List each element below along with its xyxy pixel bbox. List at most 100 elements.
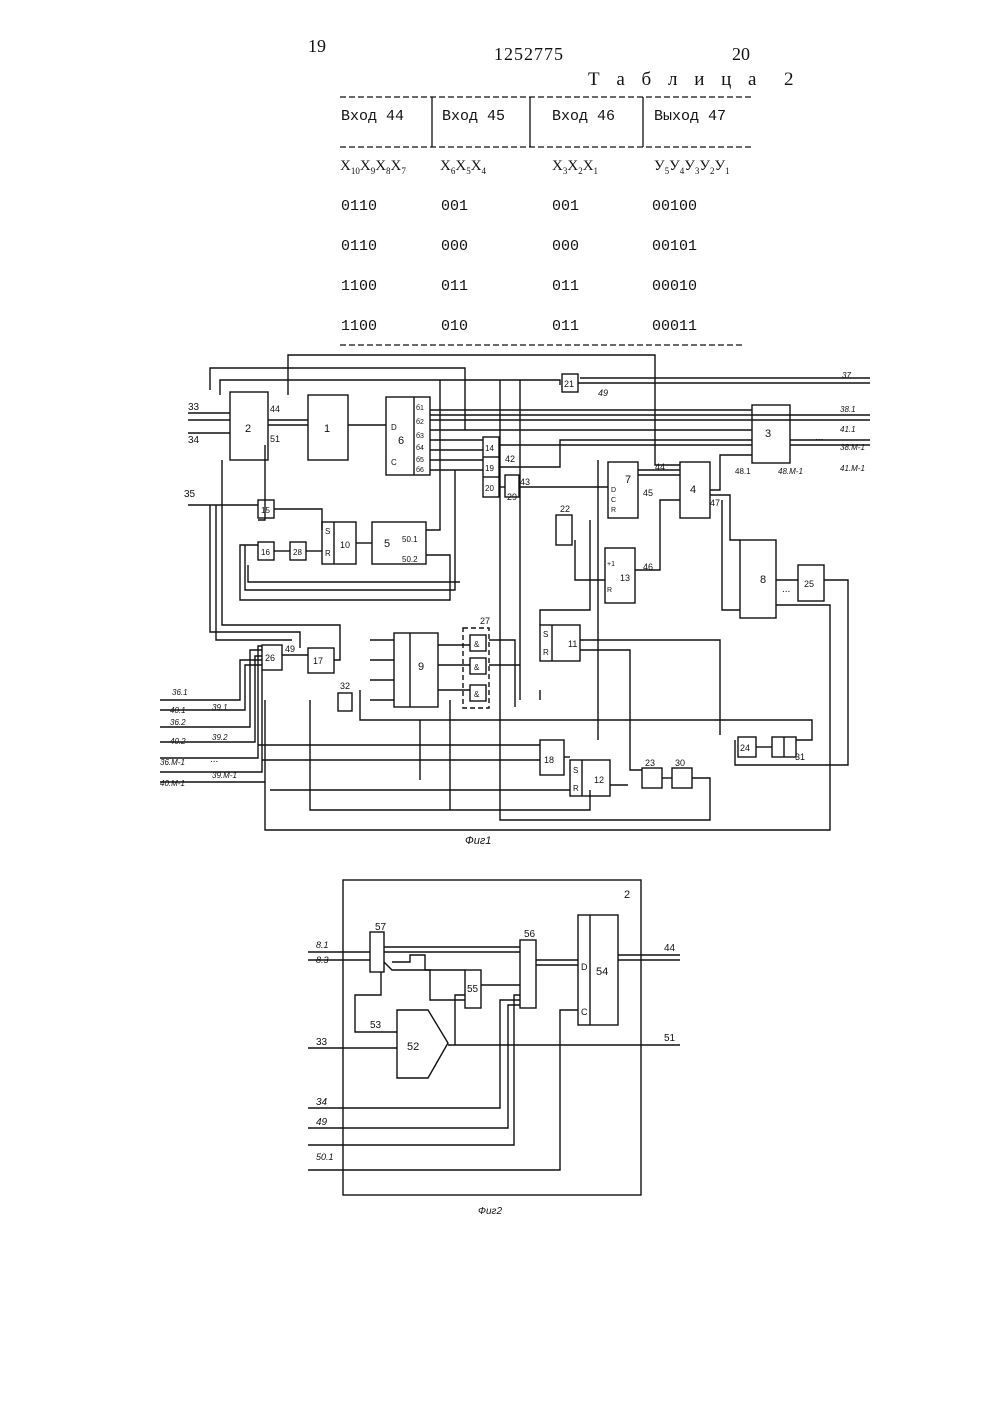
pin-label: R (543, 648, 549, 657)
pin-label: C (391, 458, 397, 467)
pin-label: C (611, 497, 616, 504)
input-8-3: 8.3 (316, 955, 329, 965)
block-54-label: 54 (596, 966, 608, 978)
block-21-label: 21 (564, 379, 574, 389)
block-8 (740, 540, 776, 618)
block-23-label: 23 (645, 758, 655, 768)
wire-label: 48.1 (735, 467, 751, 476)
ellipsis-label: ... (782, 584, 790, 595)
input-50-1: 50.1 (316, 1152, 334, 1162)
block-52 (397, 1010, 448, 1078)
block-2-frame (343, 880, 641, 1195)
block-24-label: 24 (740, 743, 750, 753)
input-36-1: 36.1 (172, 688, 188, 697)
block-17-label: 17 (313, 656, 323, 666)
pin-label: S (543, 630, 548, 639)
pin-label: б6 (416, 466, 424, 474)
block-23 (642, 768, 662, 788)
pin-label: +1 (607, 561, 615, 568)
pin-label: б4 (416, 444, 424, 452)
wire-label: 43 (520, 477, 530, 487)
wire-label: 50.1 (402, 535, 418, 544)
block-4-label: 4 (690, 484, 696, 496)
wire-label: 39.M-1 (212, 771, 237, 780)
pin-label: & (474, 690, 480, 699)
ellipsis-label: ... (815, 432, 823, 443)
wire-label: 50.2 (402, 555, 418, 564)
block-30-label: 30 (675, 758, 685, 768)
block-32-label: 32 (340, 681, 350, 691)
input-36-2: 36.2 (170, 718, 186, 727)
wire-label: 51 (270, 434, 280, 444)
input-8-1: 8.1 (316, 940, 329, 950)
wire-53-label: 53 (370, 1020, 382, 1031)
pin-label: б5 (416, 456, 424, 464)
block-22 (556, 515, 572, 545)
wire-label: 42 (505, 454, 515, 464)
block-31-label: 31 (795, 752, 805, 762)
pin-label: б3 (416, 432, 424, 440)
block-56 (520, 940, 536, 1008)
output-38-m-1: 38.M-1 (840, 443, 865, 452)
block-30 (672, 768, 692, 788)
block-26-label: 26 (265, 653, 275, 663)
pin-label: S (325, 527, 330, 536)
block-6-label: 6 (398, 435, 404, 447)
pin-label: R (611, 507, 616, 514)
block-5-label: 5 (384, 538, 390, 550)
block-22-label: 22 (560, 504, 570, 514)
block-11-label: 11 (568, 639, 577, 649)
pin-label: D (611, 487, 616, 494)
pin-c-label: C (581, 1007, 588, 1017)
block-7-label: 7 (625, 474, 631, 486)
block-8-label: 8 (760, 574, 766, 586)
block-5 (372, 522, 426, 564)
input-36-m-1: 36.M-1 (160, 758, 185, 767)
block-2-label: 2 (245, 423, 251, 435)
input-40-2: 40.2 (170, 737, 186, 746)
output-44: 44 (664, 943, 676, 954)
output-41-m-1: 41.M-1 (840, 464, 865, 473)
block-18-label: 18 (544, 755, 554, 765)
wire-label: 47 (710, 498, 720, 508)
block-10-label: 10 (340, 540, 350, 550)
block-55-label: 55 (467, 984, 479, 995)
figure-2-schematic: 2 57 56 55 54 52 53 D C 8.1 8.3 33 34 49… (0, 870, 1000, 1230)
pin-label: R (325, 549, 331, 558)
pin-label: S (573, 766, 578, 775)
block-28-label: 28 (293, 548, 302, 557)
input-40-m-1: 40.M-1 (160, 779, 185, 788)
block-9 (394, 633, 438, 707)
pin-label: R (573, 784, 579, 793)
input-34: 34 (316, 1097, 328, 1108)
block-19-label: 19 (485, 464, 494, 473)
wire-label: 49 (598, 388, 608, 398)
block-57 (370, 932, 384, 972)
pin-d-label: D (581, 962, 588, 972)
block-3-label: 3 (765, 428, 771, 440)
output-41-1: 41.1 (840, 425, 856, 434)
block-27-label: 27 (480, 616, 490, 626)
block-1-label: 1 (324, 423, 330, 435)
block-12-label: 12 (594, 775, 604, 785)
block-32 (338, 693, 352, 711)
wire-label: 39.2 (212, 733, 228, 742)
block-13-label: 13 (620, 573, 630, 583)
block-25-label: 25 (804, 579, 814, 589)
pin-label: & (474, 640, 480, 649)
block-57-label: 57 (375, 922, 387, 933)
input-33: 33 (316, 1037, 328, 1048)
block-29-label: 29 (507, 492, 517, 502)
block-16-label: 16 (261, 548, 270, 557)
pin-label: R (607, 587, 612, 594)
block-56-label: 56 (524, 929, 536, 940)
wire-label: 49 (285, 644, 295, 654)
output-38-1: 38.1 (840, 405, 856, 414)
input-34: 34 (188, 435, 200, 446)
figure-2-caption: Фиг2 (478, 1206, 502, 1217)
input-49: 49 (316, 1117, 328, 1128)
block-20-label: 20 (485, 484, 494, 493)
input-35: 35 (184, 489, 196, 500)
pin-label: б1 (416, 404, 424, 412)
wire-label: 39.1 (212, 703, 228, 712)
